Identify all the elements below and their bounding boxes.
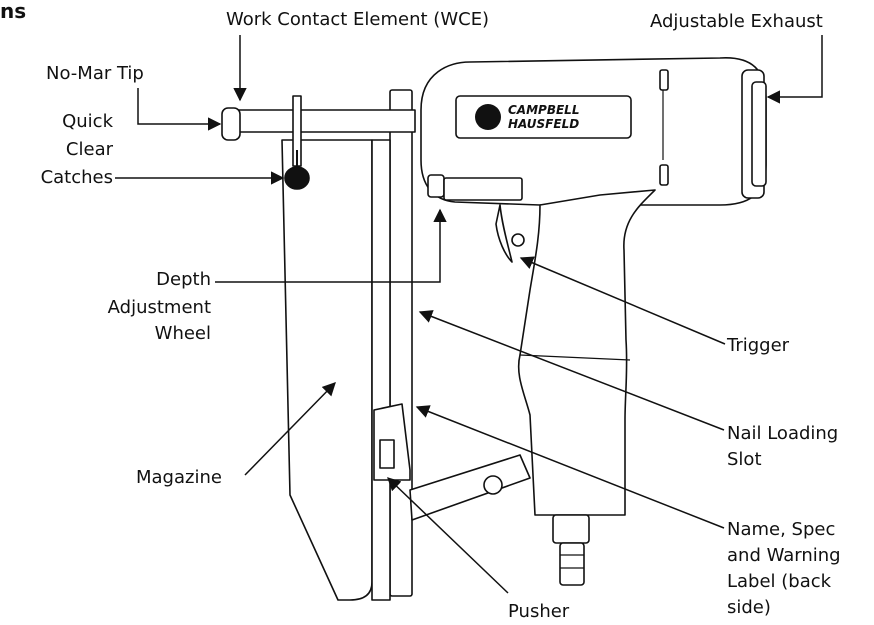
brand-line-1: CAMPBELL <box>508 103 579 117</box>
label-clear: Clear <box>65 139 113 160</box>
label-wce: Work Contact Element (WCE) <box>226 9 490 30</box>
label-slot-1: Nail Loading <box>727 423 839 444</box>
label-name-4: side) <box>727 597 771 618</box>
quick-clear-catch <box>284 166 310 190</box>
exhaust-rim <box>751 81 767 187</box>
air-fitting <box>552 514 590 544</box>
wce-arm <box>231 109 416 133</box>
label-quick: Quick <box>62 111 113 132</box>
leader-slot <box>418 310 725 431</box>
label-catches: Catches <box>40 167 113 188</box>
leader-name <box>415 405 725 529</box>
trigger <box>495 204 513 263</box>
section-heading-fragment: ns <box>0 0 27 23</box>
label-depth: Depth <box>156 269 211 290</box>
label-name-2: and Warning <box>727 545 841 566</box>
brand-line-2: HAUSFELD <box>508 117 579 131</box>
label-trigger: Trigger <box>727 335 790 356</box>
label-pusher: Pusher <box>508 601 570 622</box>
leader-magazine <box>244 382 336 476</box>
label-magazine: Magazine <box>136 467 222 488</box>
leader-trigger <box>519 256 726 345</box>
no-mar-tip <box>221 107 241 141</box>
label-exhaust: Adjustable Exhaust <box>650 11 823 32</box>
brand-emblem <box>475 104 501 130</box>
leader-pusher <box>387 477 509 594</box>
leader-depth <box>215 208 447 283</box>
leader-exhaust <box>766 35 823 104</box>
brand-panel <box>455 95 632 139</box>
magazine-brace <box>409 454 531 521</box>
label-nomar: No-Mar Tip <box>46 63 144 84</box>
magazine <box>281 139 373 601</box>
label-adjustment: Adjustment <box>107 297 211 318</box>
leader-nomar <box>137 88 222 131</box>
label-slot-2: Slot <box>727 449 762 470</box>
label-name-3: Label (back <box>727 571 832 592</box>
label-name-1: Name, Spec <box>727 519 836 540</box>
label-wheel: Wheel <box>154 323 211 344</box>
handle-grip <box>517 189 656 516</box>
nose <box>389 89 413 597</box>
depth-wheel <box>427 174 445 198</box>
